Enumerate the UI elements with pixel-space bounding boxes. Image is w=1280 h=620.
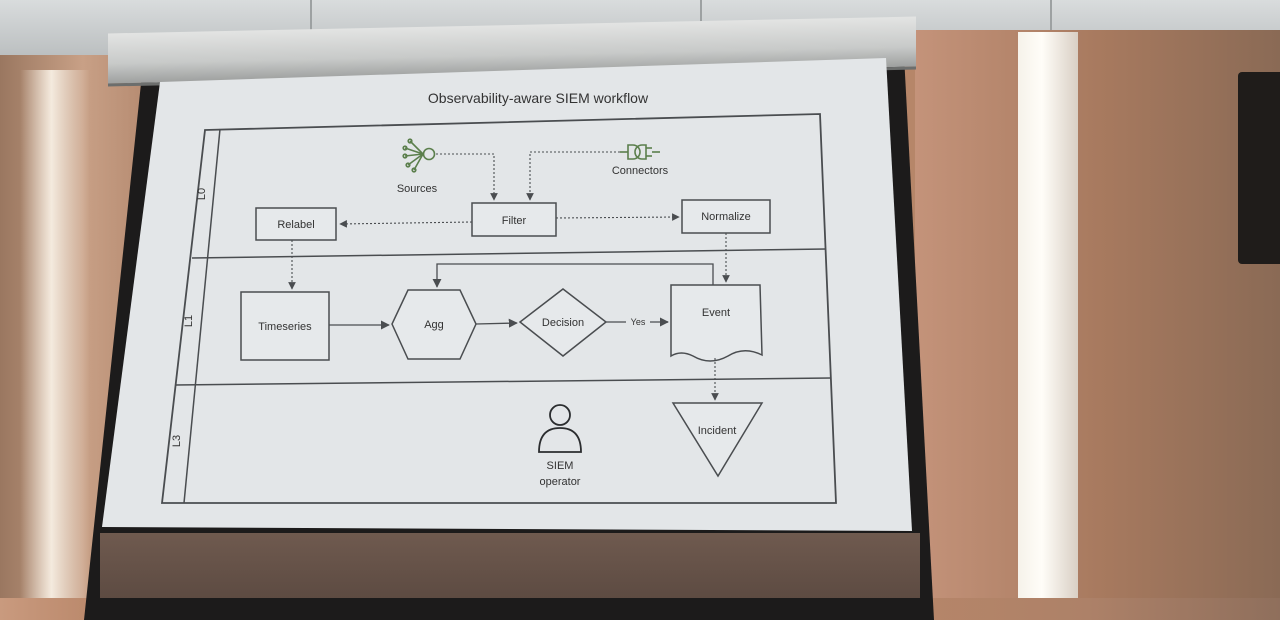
connectors-plug-icon [620,144,660,160]
slide-title: Observability-aware SIEM workflow [428,90,649,106]
operator-label-line2: operator [540,476,581,488]
edge-connectors-filter [526,151,620,201]
timeseries-node [240,291,330,361]
screen-bottom-fabric [100,533,920,598]
edge-filter-normalize [555,213,680,221]
agg-label: Agg [424,319,444,331]
edge-event-agg-loop [432,263,714,288]
window-light-left [20,70,90,598]
decision-node [518,288,608,357]
lane-header-divider [183,128,221,504]
speaker [1238,72,1280,264]
lane-label-l0: L0 [196,188,208,200]
lane-separator [191,248,827,259]
wall-right [915,30,1280,598]
incident-node [671,402,764,478]
relabel-node [255,207,337,241]
timeseries-label: Timeseries [258,321,312,333]
sources-icon [402,138,436,173]
agg-node [391,289,477,360]
connectors-label: Connectors [612,165,669,177]
event-node [670,284,763,362]
operator-label-line1: SIEM [547,460,574,472]
window-right [1018,32,1078,598]
lane-label-l3: L3 [171,435,183,447]
event-label: Event [702,307,730,319]
edge-label-yes: Yes [631,317,646,327]
edge-sources-filter [436,153,498,201]
filter-node [471,202,557,237]
incident-label: Incident [698,425,737,437]
normalize-node [681,199,771,234]
lane-label-l1: L1 [183,315,195,327]
relabel-label: Relabel [277,219,314,231]
lane-separator [174,377,832,386]
edge-agg-decision [475,318,518,328]
operator-person-icon [538,404,582,453]
decision-label: Decision [542,317,584,329]
projected-slide: Observability-aware SIEM workflow L0 L1 … [102,58,912,531]
filter-label: Filter [502,215,527,227]
swimlane-frame [160,113,837,504]
sources-label: Sources [397,183,438,195]
normalize-label: Normalize [701,211,751,223]
